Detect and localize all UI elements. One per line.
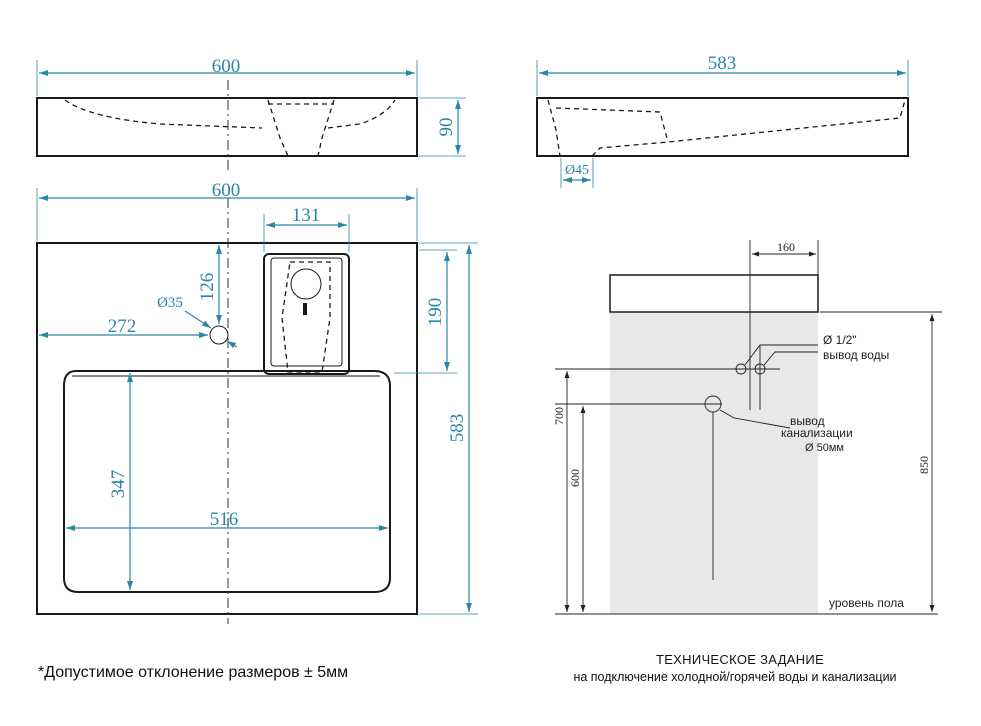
- drain-diameter-label: Ø 50мм: [805, 442, 844, 454]
- bowl-width-label: 516: [210, 509, 239, 530]
- faucet-hidden-outline: [281, 261, 331, 373]
- water-pipe-label: Ø 1/2": [823, 333, 857, 347]
- wall-shading: [610, 312, 818, 614]
- faucet-spout-circle: [290, 268, 322, 300]
- tech-spec-title: ТЕХНИЧЕСКОЕ ЗАДАНИЕ: [655, 652, 825, 667]
- hole-offset-y-label: 126: [197, 273, 218, 302]
- top-view: 600 90: [36, 56, 466, 170]
- sink-side-block: [609, 274, 819, 313]
- floor-level-label: уровень пола: [829, 596, 904, 610]
- total-depth-label: 583: [447, 414, 468, 443]
- height-700-label: 700: [552, 407, 566, 425]
- side-view: 583 Ø45: [536, 53, 909, 188]
- top-view-faucet-hidden: [267, 99, 335, 157]
- side-view-drain-label: Ø45: [565, 163, 589, 178]
- top-view-bowl-curve: [64, 99, 396, 129]
- side-view-width-label: 583: [708, 53, 737, 74]
- offset-160-label: 160: [777, 240, 795, 254]
- bowl-outline: [63, 370, 391, 593]
- bowl-depth-label: 347: [108, 470, 129, 499]
- water-outlet-label: вывод воды: [823, 348, 889, 362]
- drain-label-2: канализации: [781, 426, 853, 440]
- side-view-bowl-profile: [591, 99, 906, 157]
- plan-view-outline: [36, 242, 418, 615]
- hole-diameter-label: Ø35: [157, 295, 183, 311]
- depth-to-bowl-label: 190: [425, 298, 446, 327]
- overflow-hole: [209, 325, 229, 345]
- tech-spec-subtitle: на подключение холодной/горячей воды и к…: [573, 670, 897, 684]
- top-view-height-label: 90: [436, 118, 457, 137]
- side-view-inner-curve: [555, 107, 669, 143]
- drain-label-1: вывод: [790, 414, 825, 428]
- plan-view: 600 131 126 Ø35 272 190 583 347 516: [36, 180, 478, 624]
- faucet-slot: [303, 303, 307, 315]
- height-600-label: 600: [568, 469, 582, 487]
- top-view-outline: [36, 97, 418, 157]
- installation-diagram: 160 Ø 1/2" вывод воды вывод канализации …: [552, 240, 942, 615]
- plan-width-label: 600: [212, 180, 241, 201]
- faucet-block-width-label: 131: [292, 205, 321, 226]
- side-view-drain-left: [547, 99, 561, 157]
- tolerance-note: *Допустимое отклонение размеров ± 5мм: [38, 664, 349, 681]
- top-view-width-label: 600: [212, 56, 241, 77]
- hole-offset-x-label: 272: [108, 316, 137, 337]
- side-view-outline: [536, 97, 909, 157]
- faucet-block: [263, 253, 350, 375]
- height-850-label: 850: [917, 456, 931, 474]
